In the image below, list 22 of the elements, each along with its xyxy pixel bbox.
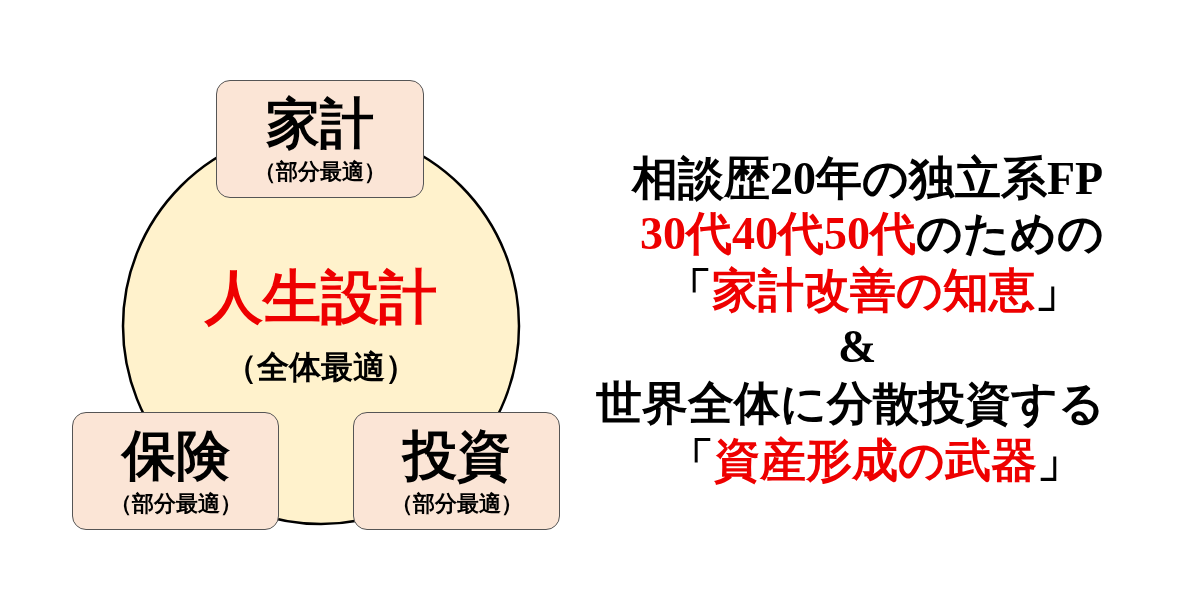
headline-text: のための [916, 208, 1104, 259]
highlighted-phrase: 30代40代50代 [640, 208, 916, 259]
node-title: 家計 [266, 93, 374, 156]
highlighted-phrase: 資産形成の武器 [714, 435, 1037, 486]
node-subtitle: （全体最適） [225, 348, 417, 386]
node-subtitle: （部分最適） [254, 159, 386, 185]
headline-text: 世界全体に分散投資する [596, 378, 1105, 429]
node-title: 保険 [121, 425, 230, 488]
headline-text: 「 [666, 265, 712, 316]
node-subtitle: （部分最適） [390, 491, 523, 517]
node-subtitle: （部分最適） [109, 491, 242, 517]
node-title: 人生設計 [205, 264, 437, 331]
headline-text: 相談歴20年の独立系FP [632, 153, 1104, 204]
area-box [216, 80, 424, 198]
highlighted-phrase: 家計改善の知恵 [712, 265, 1035, 316]
area-box [72, 412, 279, 530]
node-title: 投資 [402, 425, 511, 488]
area-box [353, 412, 560, 530]
headline-text: 「 [668, 435, 714, 486]
headline-text: 」 [1035, 265, 1081, 316]
headline-text: 」 [1037, 435, 1083, 486]
headline-text: & [838, 321, 877, 372]
